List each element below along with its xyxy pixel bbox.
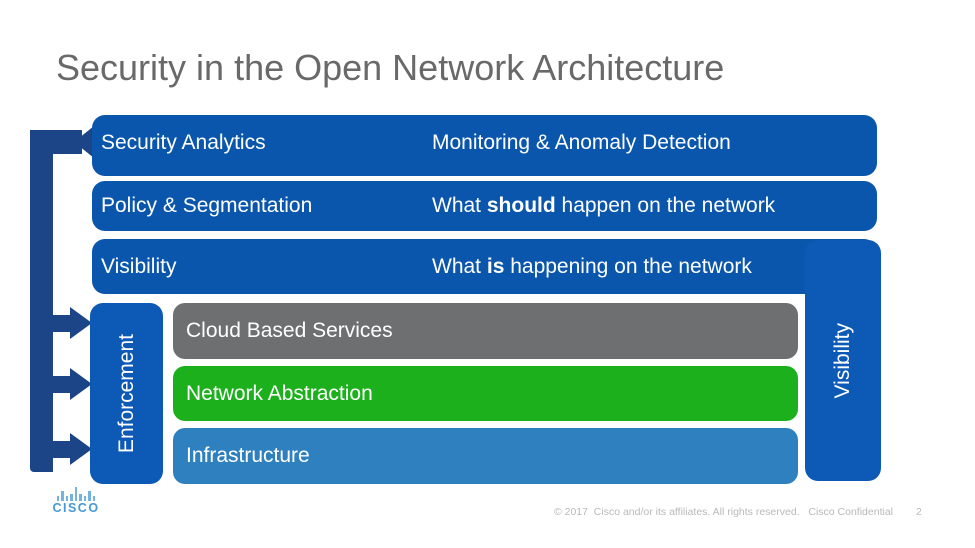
footer-copyright: © 2017 Cisco and/or its affiliates. All … — [553, 506, 893, 518]
layer-infrastructure: Infrastructure — [173, 428, 798, 484]
flow-pipe-vertical — [30, 130, 53, 472]
row-description: What should happen on the network — [432, 194, 776, 217]
arrowhead-right-icon-3 — [70, 433, 92, 465]
flow-arrow-shaft-3 — [53, 441, 70, 458]
row-description: Monitoring & Anomaly Detection — [432, 130, 731, 154]
flow-arrow-shaft-1 — [53, 315, 70, 332]
flow-pipe-top-arm — [30, 130, 82, 154]
visibility-label: Visibility — [831, 322, 854, 399]
row-label: Policy & Segmentation — [101, 194, 313, 217]
enforcement-bar: Enforcement — [90, 303, 163, 484]
row-description: What is happening on the network — [432, 254, 752, 278]
flow-arrow-shaft-2 — [53, 376, 70, 393]
row-visibility: Visibility What is happening on the netw… — [92, 239, 877, 294]
row-policy-segmentation: Policy & Segmentation What should happen… — [92, 181, 877, 231]
footer-page-number: 2 — [916, 506, 922, 518]
row-security-analytics: Security Analytics Monitoring & Anomaly … — [92, 115, 877, 176]
slide-title: Security in the Open Network Architectur… — [56, 47, 725, 88]
cisco-logo: CISCO — [50, 487, 102, 515]
cisco-logo-text: CISCO — [52, 501, 100, 515]
cisco-bridge-bars-icon — [50, 487, 102, 501]
layer-label: Cloud Based Services — [186, 319, 393, 342]
layer-label: Infrastructure — [186, 444, 310, 467]
row-label: Visibility — [101, 254, 177, 278]
arrowhead-right-icon-1 — [70, 307, 92, 339]
arrowhead-right-icon-2 — [70, 368, 92, 400]
visibility-bar: Visibility — [805, 240, 881, 481]
layer-network-abstraction: Network Abstraction — [173, 366, 798, 421]
layer-label: Network Abstraction — [186, 381, 373, 405]
row-label: Security Analytics — [101, 130, 266, 154]
enforcement-label: Enforcement — [114, 333, 138, 454]
arrowhead-left-icon — [74, 126, 94, 158]
layer-cloud-based-services: Cloud Based Services — [173, 303, 798, 359]
